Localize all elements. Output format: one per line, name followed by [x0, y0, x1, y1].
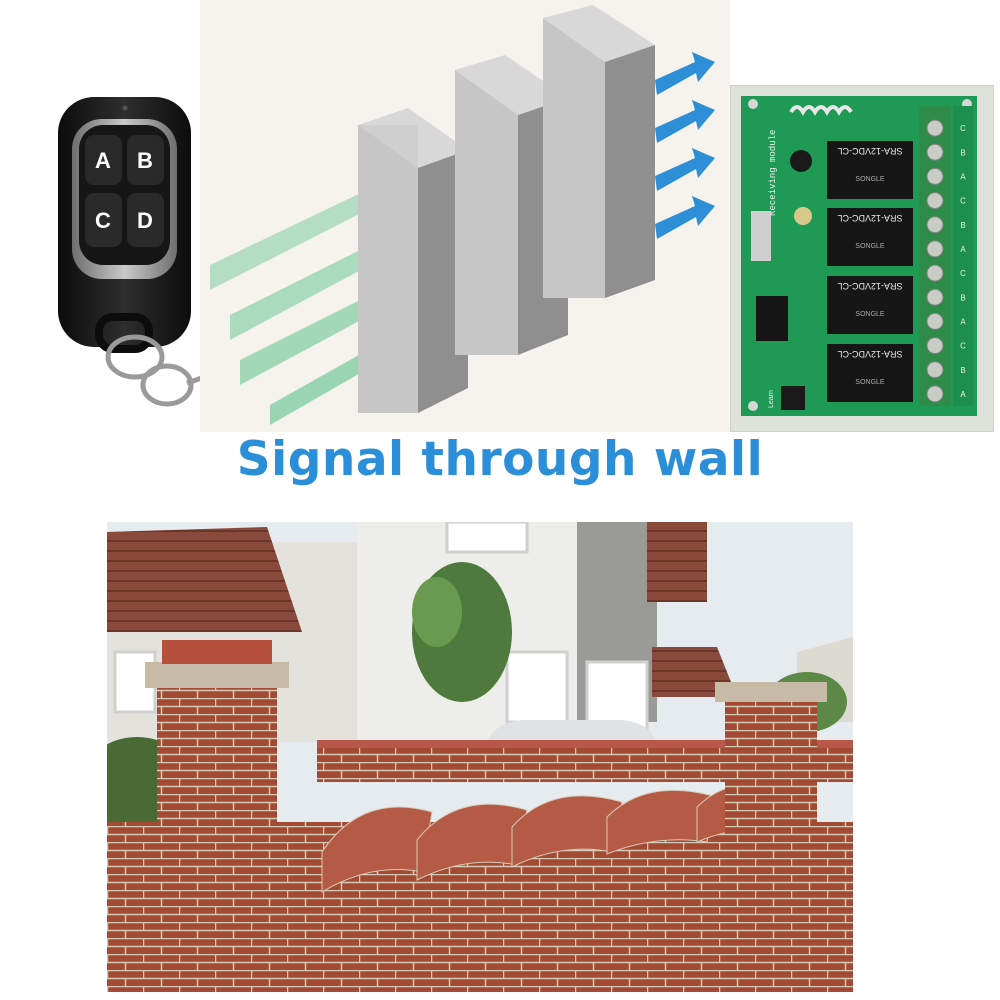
- terminal-label: B: [960, 366, 965, 375]
- terminal-screw: [926, 240, 944, 258]
- learn-label: Learn: [768, 390, 775, 408]
- terminal-label: B: [960, 148, 965, 157]
- remote-button-a[interactable]: A: [85, 135, 122, 185]
- terminal-label: A: [960, 317, 966, 326]
- relay-3-label: SRA-12VDC-CL: [837, 281, 902, 291]
- receiver-board: Receiving module Learn SRA-12VDC-CL SRA-…: [741, 96, 977, 416]
- terminal-screw: [926, 192, 944, 210]
- relay-2-label: SRA-12VDC-CL: [837, 213, 902, 223]
- terminal-label: A: [960, 172, 966, 181]
- terminal-screw: [926, 119, 944, 137]
- roof-left: [107, 527, 302, 632]
- capacitor: [790, 150, 812, 172]
- relay-2-brand: SONGLE: [855, 243, 885, 250]
- remote-button-d[interactable]: D: [127, 193, 164, 247]
- remote-button-b-label: B: [137, 148, 153, 173]
- signal-walls-illustration: [200, 0, 730, 432]
- wall-1: [358, 108, 468, 413]
- terminal-screw: [926, 385, 944, 403]
- terminal-screw: [926, 143, 944, 161]
- terminal-label: A: [960, 245, 966, 254]
- relay-1-brand: SONGLE: [855, 176, 885, 183]
- remote-button-a-label: A: [95, 148, 111, 173]
- learn-button[interactable]: [781, 386, 805, 410]
- terminal-label: B: [960, 221, 965, 230]
- keyring-loop: [95, 313, 153, 353]
- terminal-screw: [926, 264, 944, 282]
- terminal-screw: [926, 216, 944, 234]
- arrow-right-icon: [655, 52, 715, 239]
- terminal-screw-icon: [926, 119, 944, 403]
- ic-chip: [756, 296, 788, 341]
- remote-button-b[interactable]: B: [127, 135, 164, 185]
- wall-3: [543, 5, 655, 298]
- terminal-screw: [926, 167, 944, 185]
- relay-3-brand: SONGLE: [855, 311, 885, 318]
- module-label: Receiving module: [768, 130, 778, 216]
- antenna-coil: [789, 105, 853, 116]
- brick-wall-photo: [107, 522, 853, 992]
- remote-led-indicator: [122, 105, 128, 111]
- pillar-right: [725, 692, 817, 912]
- terminal-screw: [926, 337, 944, 355]
- roof-right: [647, 522, 707, 602]
- terminal-label: A: [960, 390, 966, 399]
- remote-button-c[interactable]: C: [85, 193, 122, 247]
- receiver-board-photo: Receiving module Learn SRA-12VDC-CL SRA-…: [730, 85, 994, 432]
- remote-button-c-label: C: [95, 208, 111, 233]
- terminal-label: C: [960, 197, 966, 206]
- remote-control: A B C D: [58, 97, 295, 421]
- car: [487, 720, 657, 742]
- pillar-left: [157, 677, 277, 992]
- terminal-screw: [926, 312, 944, 330]
- terminal-label: B: [960, 293, 965, 302]
- relay-4-brand: SONGLE: [855, 379, 885, 386]
- remote-button-d-label: D: [137, 208, 153, 233]
- product-banner: A B C D: [0, 0, 1000, 487]
- relay-4-label: SRA-12VDC-CL: [837, 349, 902, 359]
- capacitor: [794, 207, 812, 225]
- terminal-label: C: [960, 269, 966, 278]
- terminal-label: C: [960, 124, 966, 133]
- terminal-label: C: [960, 342, 966, 351]
- terminal-screw: [926, 361, 944, 379]
- relay-1-label: SRA-12VDC-CL: [837, 146, 902, 156]
- terminal-screw: [926, 288, 944, 306]
- relay-icon: [827, 141, 913, 402]
- headline: Signal through wall: [236, 432, 764, 487]
